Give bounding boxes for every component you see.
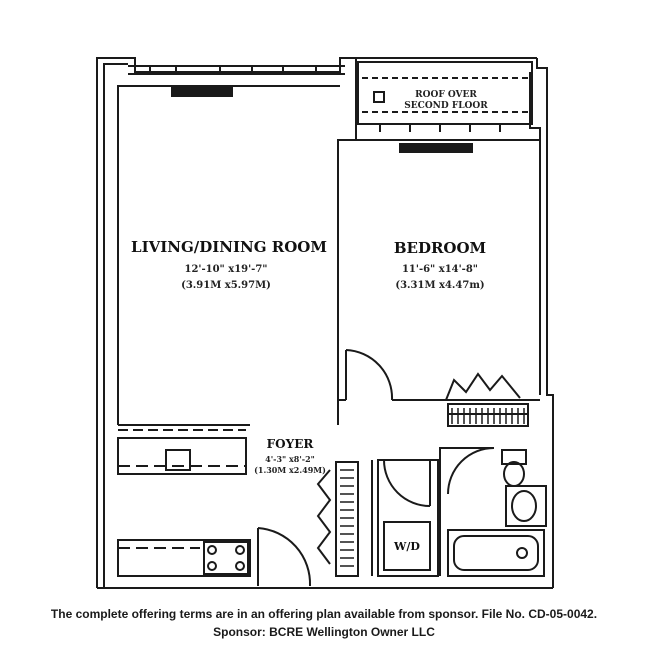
roof-label-line1: ROOF OVER [415, 90, 477, 100]
foyer-closet [316, 460, 373, 577]
sponsor-caption: Sponsor: BCRE Wellington Owner LLC [213, 625, 435, 639]
roof-area [357, 61, 533, 132]
bedroom-dim-metric: (3.31M x4.47m) [395, 280, 484, 291]
bedroom-dim-imperial: 11'-6" x14'-8" [402, 264, 478, 275]
kitchen-lower-counter [117, 539, 251, 577]
foyer-name: FOYER [267, 437, 315, 451]
living-room-name: LIVING/DINING ROOM [131, 238, 327, 256]
wd-closet [377, 459, 439, 577]
bedroom-closet [445, 372, 529, 427]
bedroom-outline [337, 139, 540, 425]
exterior-walls [96, 57, 554, 589]
foyer-dim-imperial: 4'-3" x8'-2" [265, 454, 315, 464]
kitchen-upper-counter [117, 429, 247, 475]
foyer-dim-metric: (1.30M x2.49M) [254, 465, 326, 475]
bedroom-door [345, 349, 394, 401]
floor-plan: LIVING/DINING ROOM 12'-10" x19'-7" (3.91… [96, 57, 554, 589]
bedroom-name: BEDROOM [394, 239, 486, 257]
bathroom [439, 447, 547, 577]
washer-dryer-label: W/D [393, 540, 420, 553]
living-room-dim-imperial: 12'-10" x19'-7" [185, 264, 268, 275]
living-room-dim-metric: (3.91M x5.97M) [181, 280, 271, 291]
entry-door [257, 527, 312, 587]
roof-label-line2: SECOND FLOOR [404, 101, 488, 111]
offering-caption: The complete offering terms are in an of… [50, 607, 598, 621]
living-room-outline [117, 85, 340, 426]
living-window-ledge [128, 65, 345, 97]
